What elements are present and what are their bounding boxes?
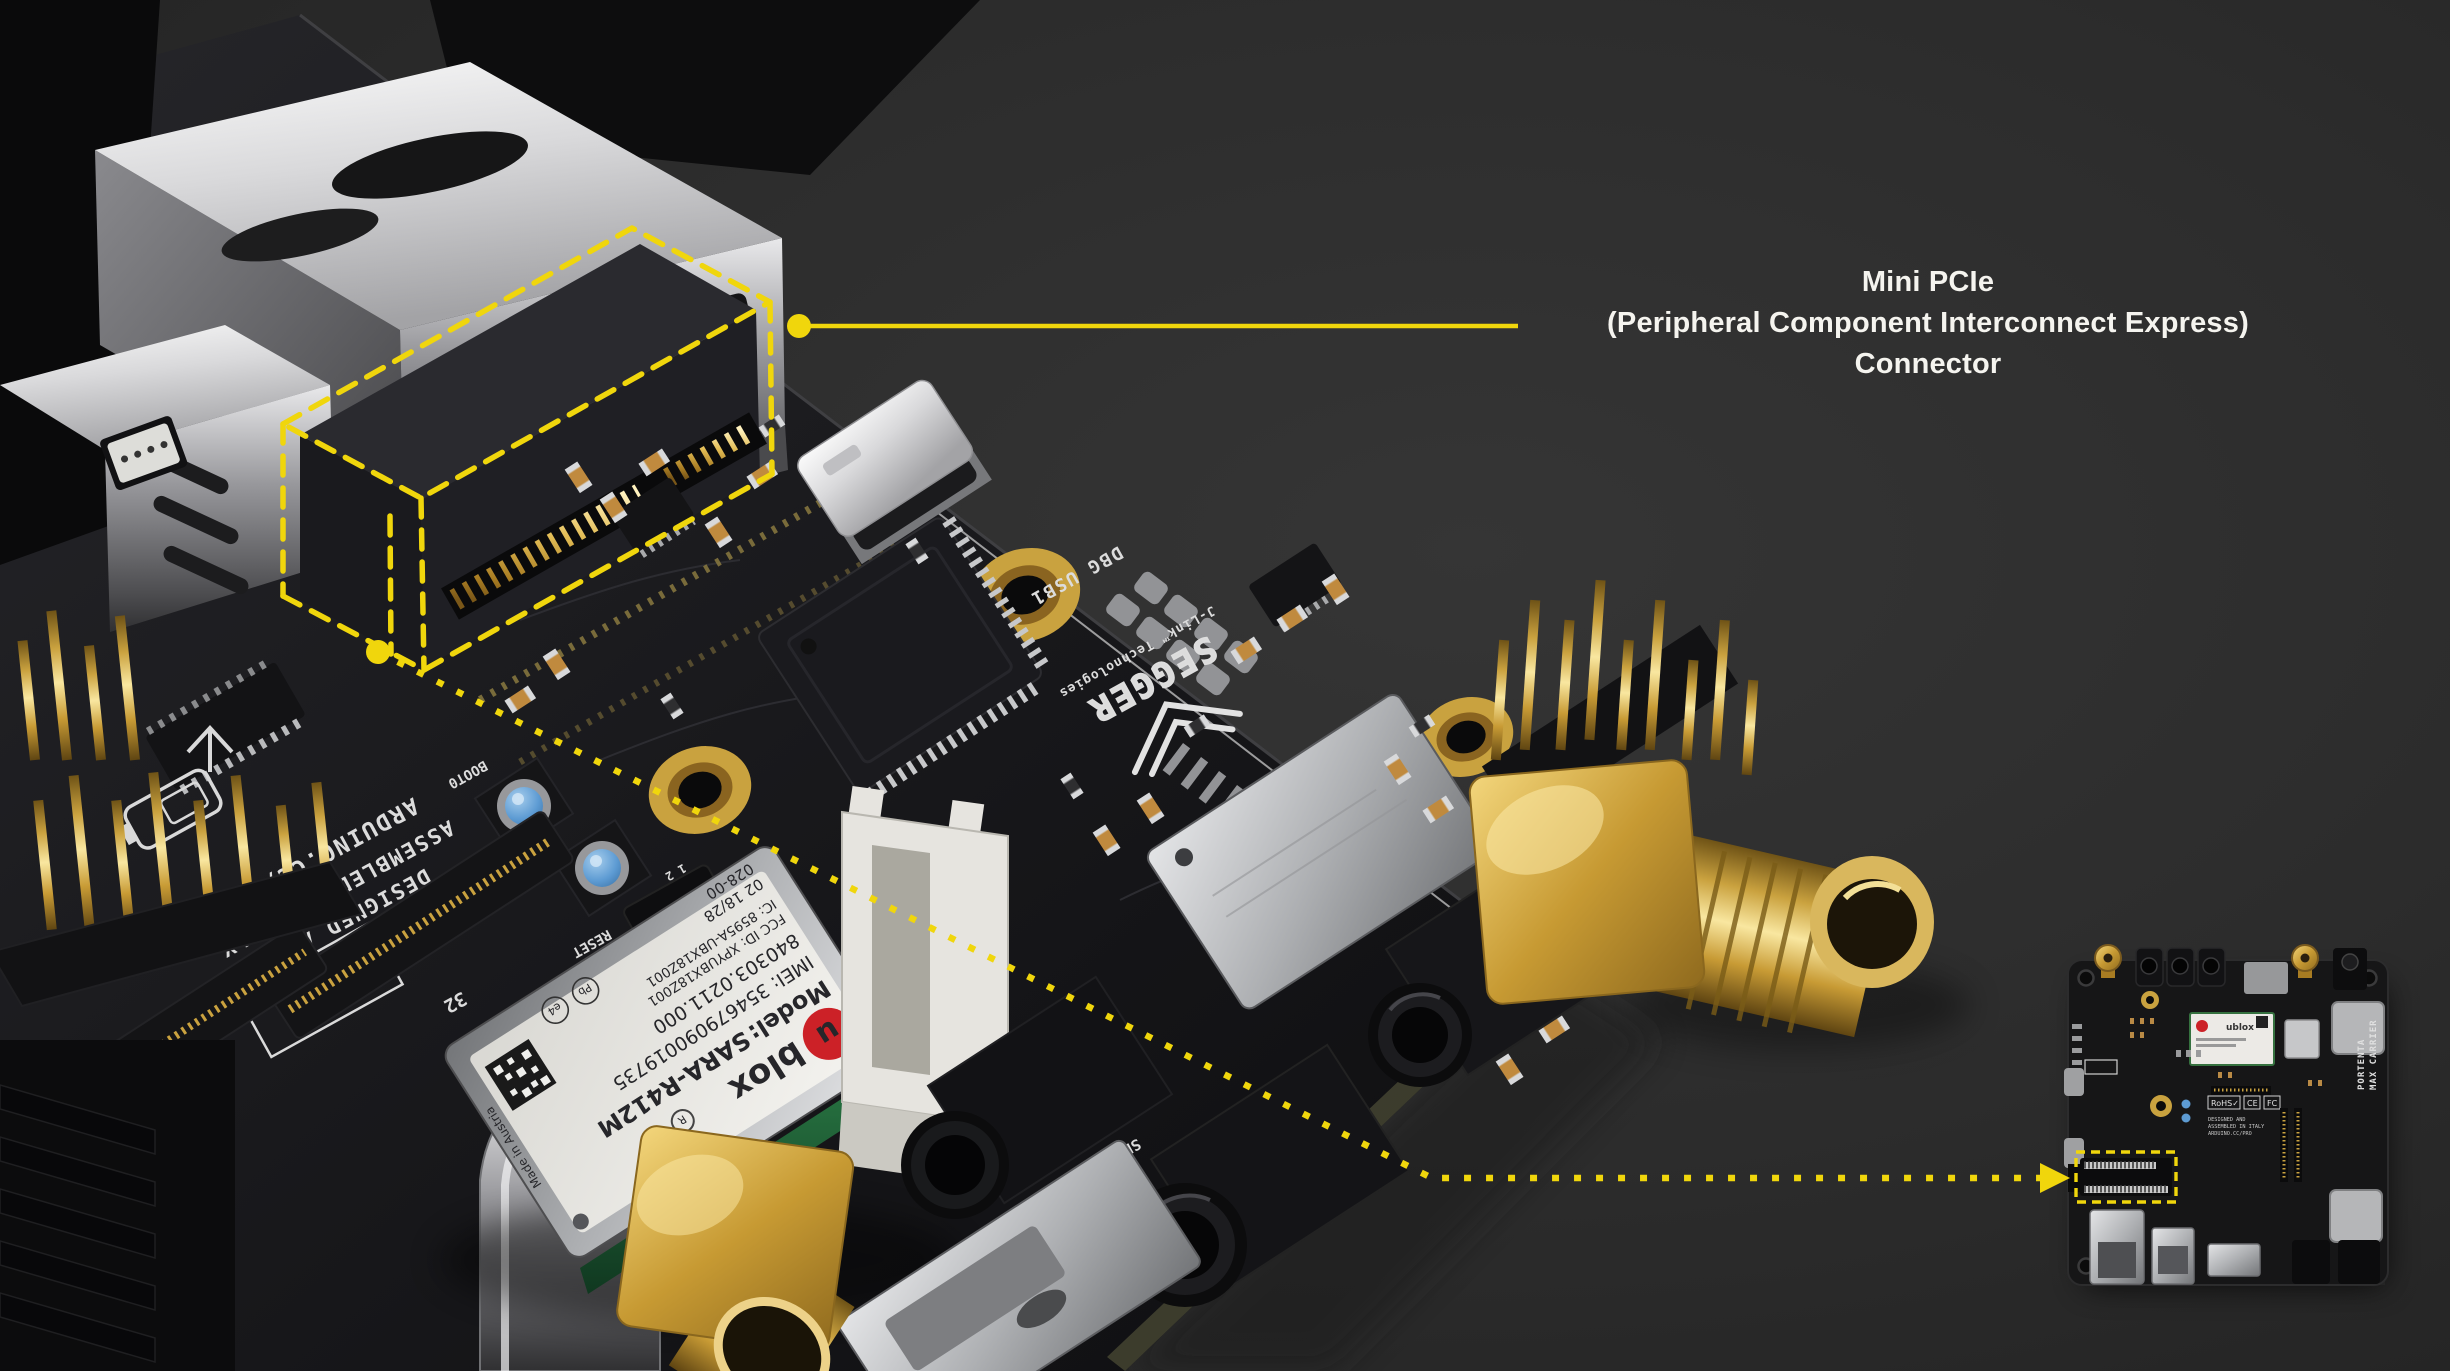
svg-text:PORTENTA: PORTENTA <box>2357 1039 2367 1090</box>
inset-bottom-ports <box>2089 1209 2380 1285</box>
inset-mini-pcie-highlight <box>2074 1150 2178 1204</box>
connector-fins <box>0 1040 235 1371</box>
svg-text:ASSEMBLED IN ITALY: ASSEMBLED IN ITALY <box>2208 1124 2265 1130</box>
callout-title-line2: (Peripheral Component Interconnect Expre… <box>1607 307 2249 339</box>
svg-text:CE: CE <box>2247 1099 2258 1108</box>
inset-micro-usb <box>2064 1068 2084 1096</box>
boot-button <box>551 818 653 918</box>
svg-text:ublox: ublox <box>2226 1023 2254 1033</box>
pin-header <box>0 610 364 1008</box>
callout-title-line3: Connector <box>1854 348 2002 380</box>
mounting-hole <box>1418 697 1514 777</box>
mounting-hole <box>648 746 752 834</box>
audio-jack <box>901 975 1174 1219</box>
qfp-chip <box>758 516 1053 802</box>
inset-sim-slot <box>2244 962 2288 994</box>
inset-button <box>2181 1113 2191 1123</box>
inset-button <box>2181 1099 2191 1109</box>
svg-text:DESIGNED AND: DESIGNED AND <box>2208 1117 2245 1123</box>
leader-arrowhead <box>2040 1163 2070 1193</box>
datamatrix-barcode <box>484 1039 557 1111</box>
debug-micro-usb-port <box>797 379 992 565</box>
mini-pcie-callout: Mini PCIe (Peripheral Component Intercon… <box>1516 262 2340 385</box>
passive-components <box>504 414 1571 1086</box>
small-ic <box>612 478 696 558</box>
svg-text:MAX CARRIER: MAX CARRIER <box>2369 1019 2379 1090</box>
inset-gold-hole-center <box>2146 996 2154 1004</box>
svg-text:ARDUINO.CC/PRO: ARDUINO.CC/PRO <box>2208 1131 2252 1137</box>
inset-gnss-module <box>2284 1019 2320 1059</box>
svg-text:e4: e4 <box>545 1000 564 1018</box>
inset-audio-jacks <box>2135 947 2226 987</box>
mini-pcie-connector <box>300 244 902 766</box>
inset-power-jack <box>2333 948 2367 990</box>
callout-anchor-dot <box>787 314 811 338</box>
svg-text:Pb: Pb <box>576 980 594 998</box>
inset-ublox-module: ublox <box>2189 1012 2275 1066</box>
sma-connector-main <box>1468 579 1970 1050</box>
config-dip-switch <box>100 416 188 491</box>
ublox-module: u blox R Model: SARA-R412M IMEI: 3546790… <box>444 846 900 1258</box>
arrow-silkscreen <box>186 725 234 772</box>
inset-pads <box>2130 1018 2322 1086</box>
inset-board: ublox RoHS✓ CE FC DESIGNED AND ASSEMBLED… <box>2064 944 2389 1286</box>
inset-board-name: PORTENTA MAX CARRIER <box>2357 1019 2379 1090</box>
inset-silk-tiny: DESIGNED AND ASSEMBLED IN ITALY ARDUINO.… <box>2208 1117 2265 1137</box>
sma-connector-bottom <box>616 1125 855 1371</box>
inset-mini-pcie-slot <box>2068 1158 2172 1196</box>
inset-segger-box <box>2084 1059 2118 1075</box>
high-density-connector <box>266 811 574 1039</box>
svg-text:FC: FC <box>2267 1099 2278 1108</box>
inset-shield-can-top <box>2331 1001 2385 1055</box>
inset-gold-hole-center <box>2156 1101 2166 1111</box>
inset-micro-usb <box>2064 1138 2084 1168</box>
inset-portenta-connectors <box>2211 1086 2302 1182</box>
mini-pcie-highlight-box <box>280 225 775 673</box>
svg-text:RoHS✓: RoHS✓ <box>2211 1099 2239 1108</box>
callout-title-line1: Mini PCIe <box>1861 266 1995 298</box>
inset-shield-can-bottom <box>2329 1189 2383 1243</box>
sim-card-slot <box>838 1139 1201 1371</box>
inset-pads-grey <box>2072 1024 2201 1065</box>
inset-sma-antennas <box>2094 944 2319 978</box>
inset-cert-marks: RoHS✓ CE FC <box>2207 1095 2281 1110</box>
